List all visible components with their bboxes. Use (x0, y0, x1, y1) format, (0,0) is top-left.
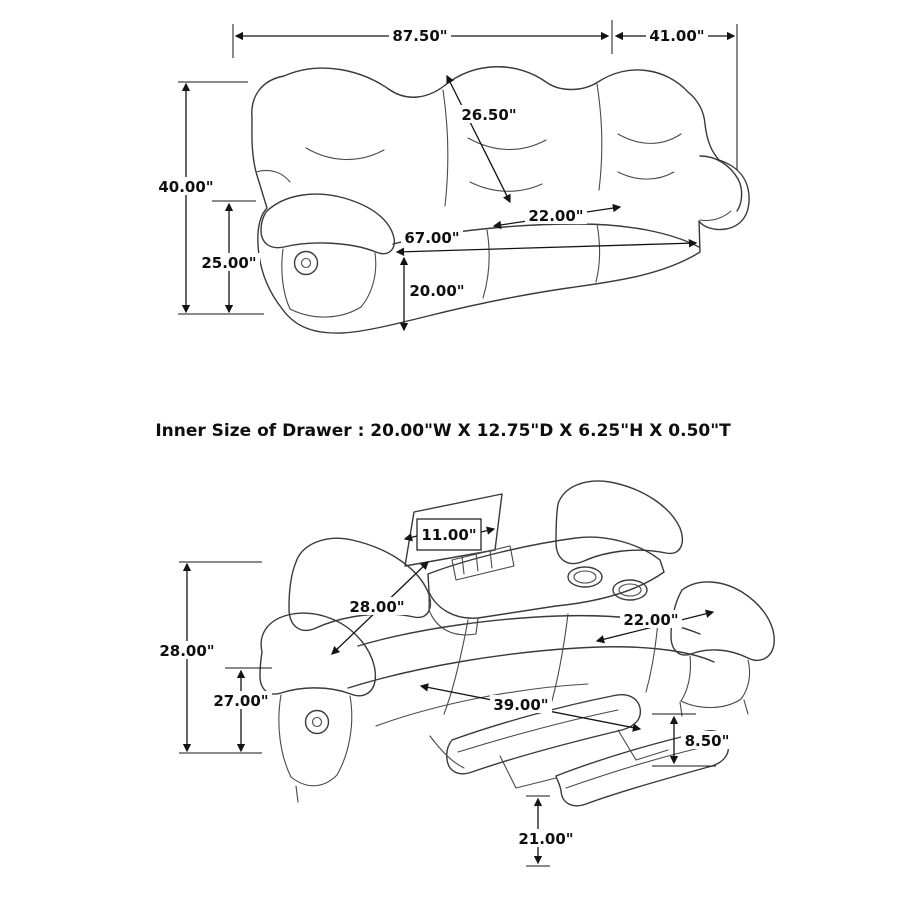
dim-overall-width: 87.50" (232, 20, 613, 58)
bottom-sofa-drawing (259, 480, 775, 807)
dim-seat-height-label: 20.00" (409, 282, 464, 300)
dim-reclined-overall-height-label: 28.00" (159, 642, 214, 660)
dim-seat-depth-label: 22.00" (528, 207, 583, 225)
dim-back-cushion-label: 26.50" (461, 106, 516, 124)
dim-overall-height-label: 40.00" (158, 178, 213, 196)
cup-holder-icon (612, 579, 648, 601)
dim-reclined-arm-height: 27.00" (210, 667, 272, 753)
dim-console-width-label: 11.00" (421, 526, 476, 544)
dim-back-cushion: 26.50" (446, 74, 520, 204)
recliner-handle-icon (293, 250, 319, 276)
dim-footrest-thickness: 8.50" (652, 713, 733, 767)
dim-console-width: 11.00" (403, 518, 496, 551)
dim-seat-depth: 22.00" (492, 203, 622, 230)
dim-recline-length: 39.00" (419, 683, 642, 732)
dim-arm-height-label: 25.00" (201, 254, 256, 272)
dim-depth-label: 41.00" (649, 27, 704, 45)
dim-footrest-clearance-label: 21.00" (518, 830, 573, 848)
dim-inner-width-label: 67.00" (404, 229, 459, 247)
dim-reclined-overall-height: 28.00" (156, 561, 262, 754)
dim-recline-length-label: 39.00" (493, 696, 548, 714)
dim-footrest-clearance: 21.00" (515, 795, 577, 867)
dim-footrest-thickness-label: 8.50" (685, 732, 730, 750)
dim-inner-width: 67.00" (395, 228, 698, 257)
dim-reclined-seat-depth-label: 22.00" (623, 611, 678, 629)
dim-backrest-label: 28.00" (349, 598, 404, 616)
dim-reclined-arm-height-label: 27.00" (213, 692, 268, 710)
dim-overall-width-label: 87.50" (392, 27, 447, 45)
dim-depth: 41.00" (614, 24, 738, 170)
cup-holder-icon (567, 566, 603, 588)
dim-reclined-seat-depth: 22.00" (595, 609, 715, 644)
dim-arm-height: 25.00" (198, 200, 260, 314)
dim-overall-height: 40.00" (155, 81, 264, 315)
dim-backrest: 28.00" (331, 561, 429, 655)
recliner-handle-icon (304, 709, 330, 735)
dim-seat-height: 20.00" (399, 256, 468, 332)
drawer-size-note: Inner Size of Drawer : 20.00"W X 12.75"D… (155, 421, 731, 441)
